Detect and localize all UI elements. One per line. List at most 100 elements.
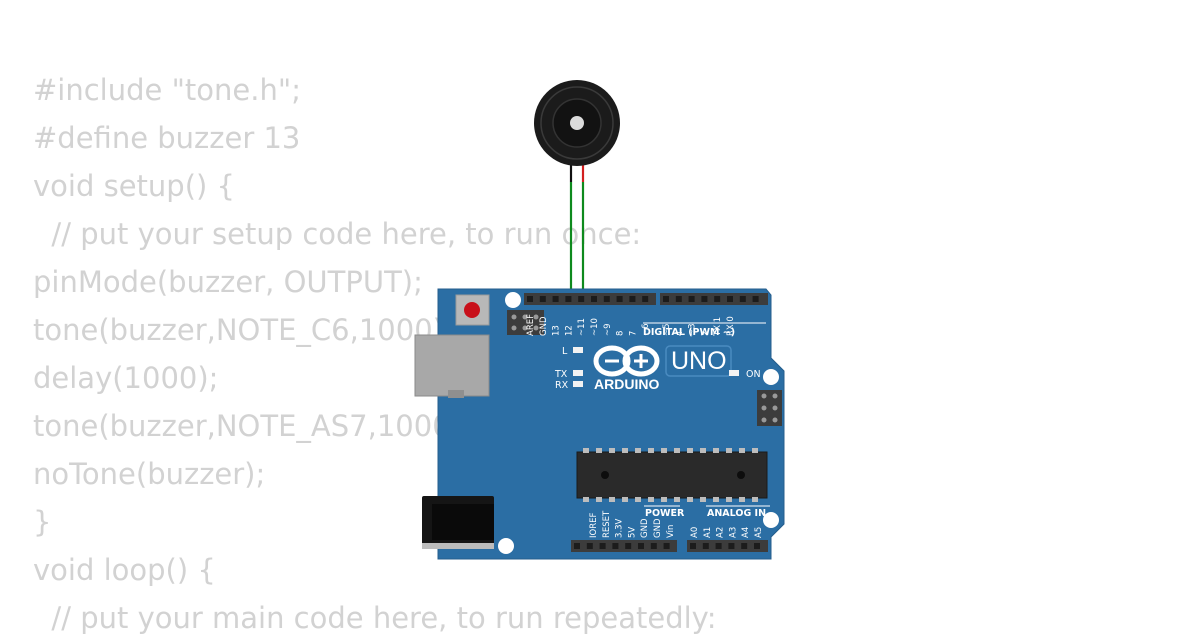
pin-label: RESET — [602, 510, 612, 538]
pin-label: 3.3V — [615, 518, 625, 538]
header-pin[interactable] — [599, 543, 606, 549]
pin-label: ~9 — [603, 323, 613, 336]
model-badge — [665, 345, 732, 377]
arduino-logo — [593, 345, 660, 377]
header-pin[interactable] — [727, 296, 733, 302]
header-pin[interactable] — [752, 296, 759, 302]
icsp-header-top — [507, 310, 544, 335]
header-pin[interactable] — [586, 543, 593, 549]
header-pin[interactable] — [629, 296, 636, 302]
pin-label: A2 — [716, 527, 726, 538]
pin-label: ~3 — [688, 323, 698, 336]
code-line: delay(1000); — [33, 361, 219, 395]
power-header[interactable] — [571, 540, 677, 552]
power-header-label: POWER — [645, 508, 685, 519]
code-line: void loop() { — [33, 553, 216, 587]
pin-label: A4 — [741, 527, 751, 538]
mounting-hole — [505, 292, 521, 308]
status-leds: L TX RX ON — [554, 346, 761, 391]
header-pin[interactable] — [612, 543, 619, 549]
digital-header[interactable] — [524, 293, 768, 305]
pin-label: GND — [539, 316, 549, 336]
header-pin[interactable] — [663, 543, 670, 549]
brand-label: ARDUINO — [594, 376, 659, 392]
header-pin[interactable] — [739, 296, 746, 302]
pin-label: Vin — [666, 525, 676, 538]
pin-label: TX 1 — [713, 317, 723, 337]
code-line: #include "tone.h"; — [33, 73, 301, 107]
analog-header-label: ANALOG IN — [707, 508, 766, 519]
header-pin[interactable] — [552, 296, 559, 302]
pin-label: 8 — [616, 331, 626, 336]
buzzer[interactable] — [534, 80, 620, 166]
pin-label: IOREF — [589, 513, 599, 538]
header-pin[interactable] — [565, 296, 572, 302]
pin-label: 7 — [628, 331, 638, 336]
pin-label: A0 — [690, 527, 700, 538]
header-pin[interactable] — [675, 296, 682, 302]
header-pin[interactable] — [574, 543, 580, 549]
reset-button[interactable] — [455, 294, 490, 326]
pin-label: 5V — [627, 527, 637, 538]
pin-label: 12 — [564, 325, 574, 336]
code-line: // put your setup code here, to run once… — [33, 217, 642, 251]
header-pin[interactable] — [741, 543, 748, 549]
pin-label: GND — [640, 518, 650, 538]
header-pin[interactable] — [642, 296, 649, 302]
header-pin[interactable] — [603, 296, 610, 302]
header-pin[interactable] — [616, 296, 623, 302]
atmega-chip — [576, 448, 768, 502]
header-pin[interactable] — [539, 296, 546, 302]
pin-label: 2 — [700, 331, 710, 336]
header-pin[interactable] — [578, 296, 585, 302]
mounting-hole — [763, 369, 779, 385]
pin-label: ~11 — [577, 318, 587, 336]
header-pin[interactable] — [690, 543, 696, 549]
led-tx-label: TX — [554, 369, 568, 380]
pin-label: AREF — [526, 314, 536, 336]
header-pin[interactable] — [638, 543, 644, 549]
mounting-hole — [763, 512, 779, 528]
header-pin[interactable] — [527, 296, 533, 302]
wires — [569, 163, 585, 299]
pin-label: A3 — [728, 527, 738, 538]
header-pin[interactable] — [702, 543, 709, 549]
header-pin[interactable] — [625, 543, 632, 549]
code-line: pinMode(buzzer, OUTPUT); — [33, 265, 423, 299]
header-pin[interactable] — [663, 296, 669, 302]
code-line: // put your main code here, to run repea… — [33, 601, 717, 635]
pin-label: RX 0 — [726, 316, 736, 336]
pin-label: ~10 — [590, 318, 600, 336]
code-line: void setup() { — [33, 169, 235, 203]
code-line: tone(buzzer,NOTE_AS7,1000); — [33, 409, 472, 443]
header-pin[interactable] — [754, 543, 760, 549]
header-pin[interactable] — [701, 296, 708, 302]
power-jack — [422, 496, 494, 549]
model-label: UNO — [671, 347, 727, 375]
header-pin[interactable] — [728, 543, 735, 549]
code-line: noTone(buzzer); — [33, 457, 266, 491]
pin-label: ~5 — [662, 323, 672, 336]
header-pin[interactable] — [715, 543, 722, 549]
code-listing: #include "tone.h"; #define buzzer 13 void … — [33, 66, 717, 642]
code-line: #define buzzer 13 — [33, 121, 301, 155]
pin-label: 13 — [552, 325, 562, 336]
header-pin[interactable] — [591, 296, 597, 302]
analog-header[interactable] — [687, 540, 768, 552]
pin-label: 4 — [675, 331, 685, 336]
pin-label: A5 — [754, 527, 764, 538]
header-pin[interactable] — [714, 296, 721, 302]
pin-label: A1 — [703, 527, 713, 538]
mounting-hole — [498, 538, 514, 554]
digital-header-label: DIGITAL (PWM ~) — [643, 327, 735, 338]
code-line: tone(buzzer,NOTE_C6,1000); — [33, 313, 454, 347]
header-pin[interactable] — [688, 296, 695, 302]
led-l-label: L — [562, 346, 568, 357]
header-pin[interactable] — [650, 543, 657, 549]
pin-label: GND — [653, 518, 663, 538]
